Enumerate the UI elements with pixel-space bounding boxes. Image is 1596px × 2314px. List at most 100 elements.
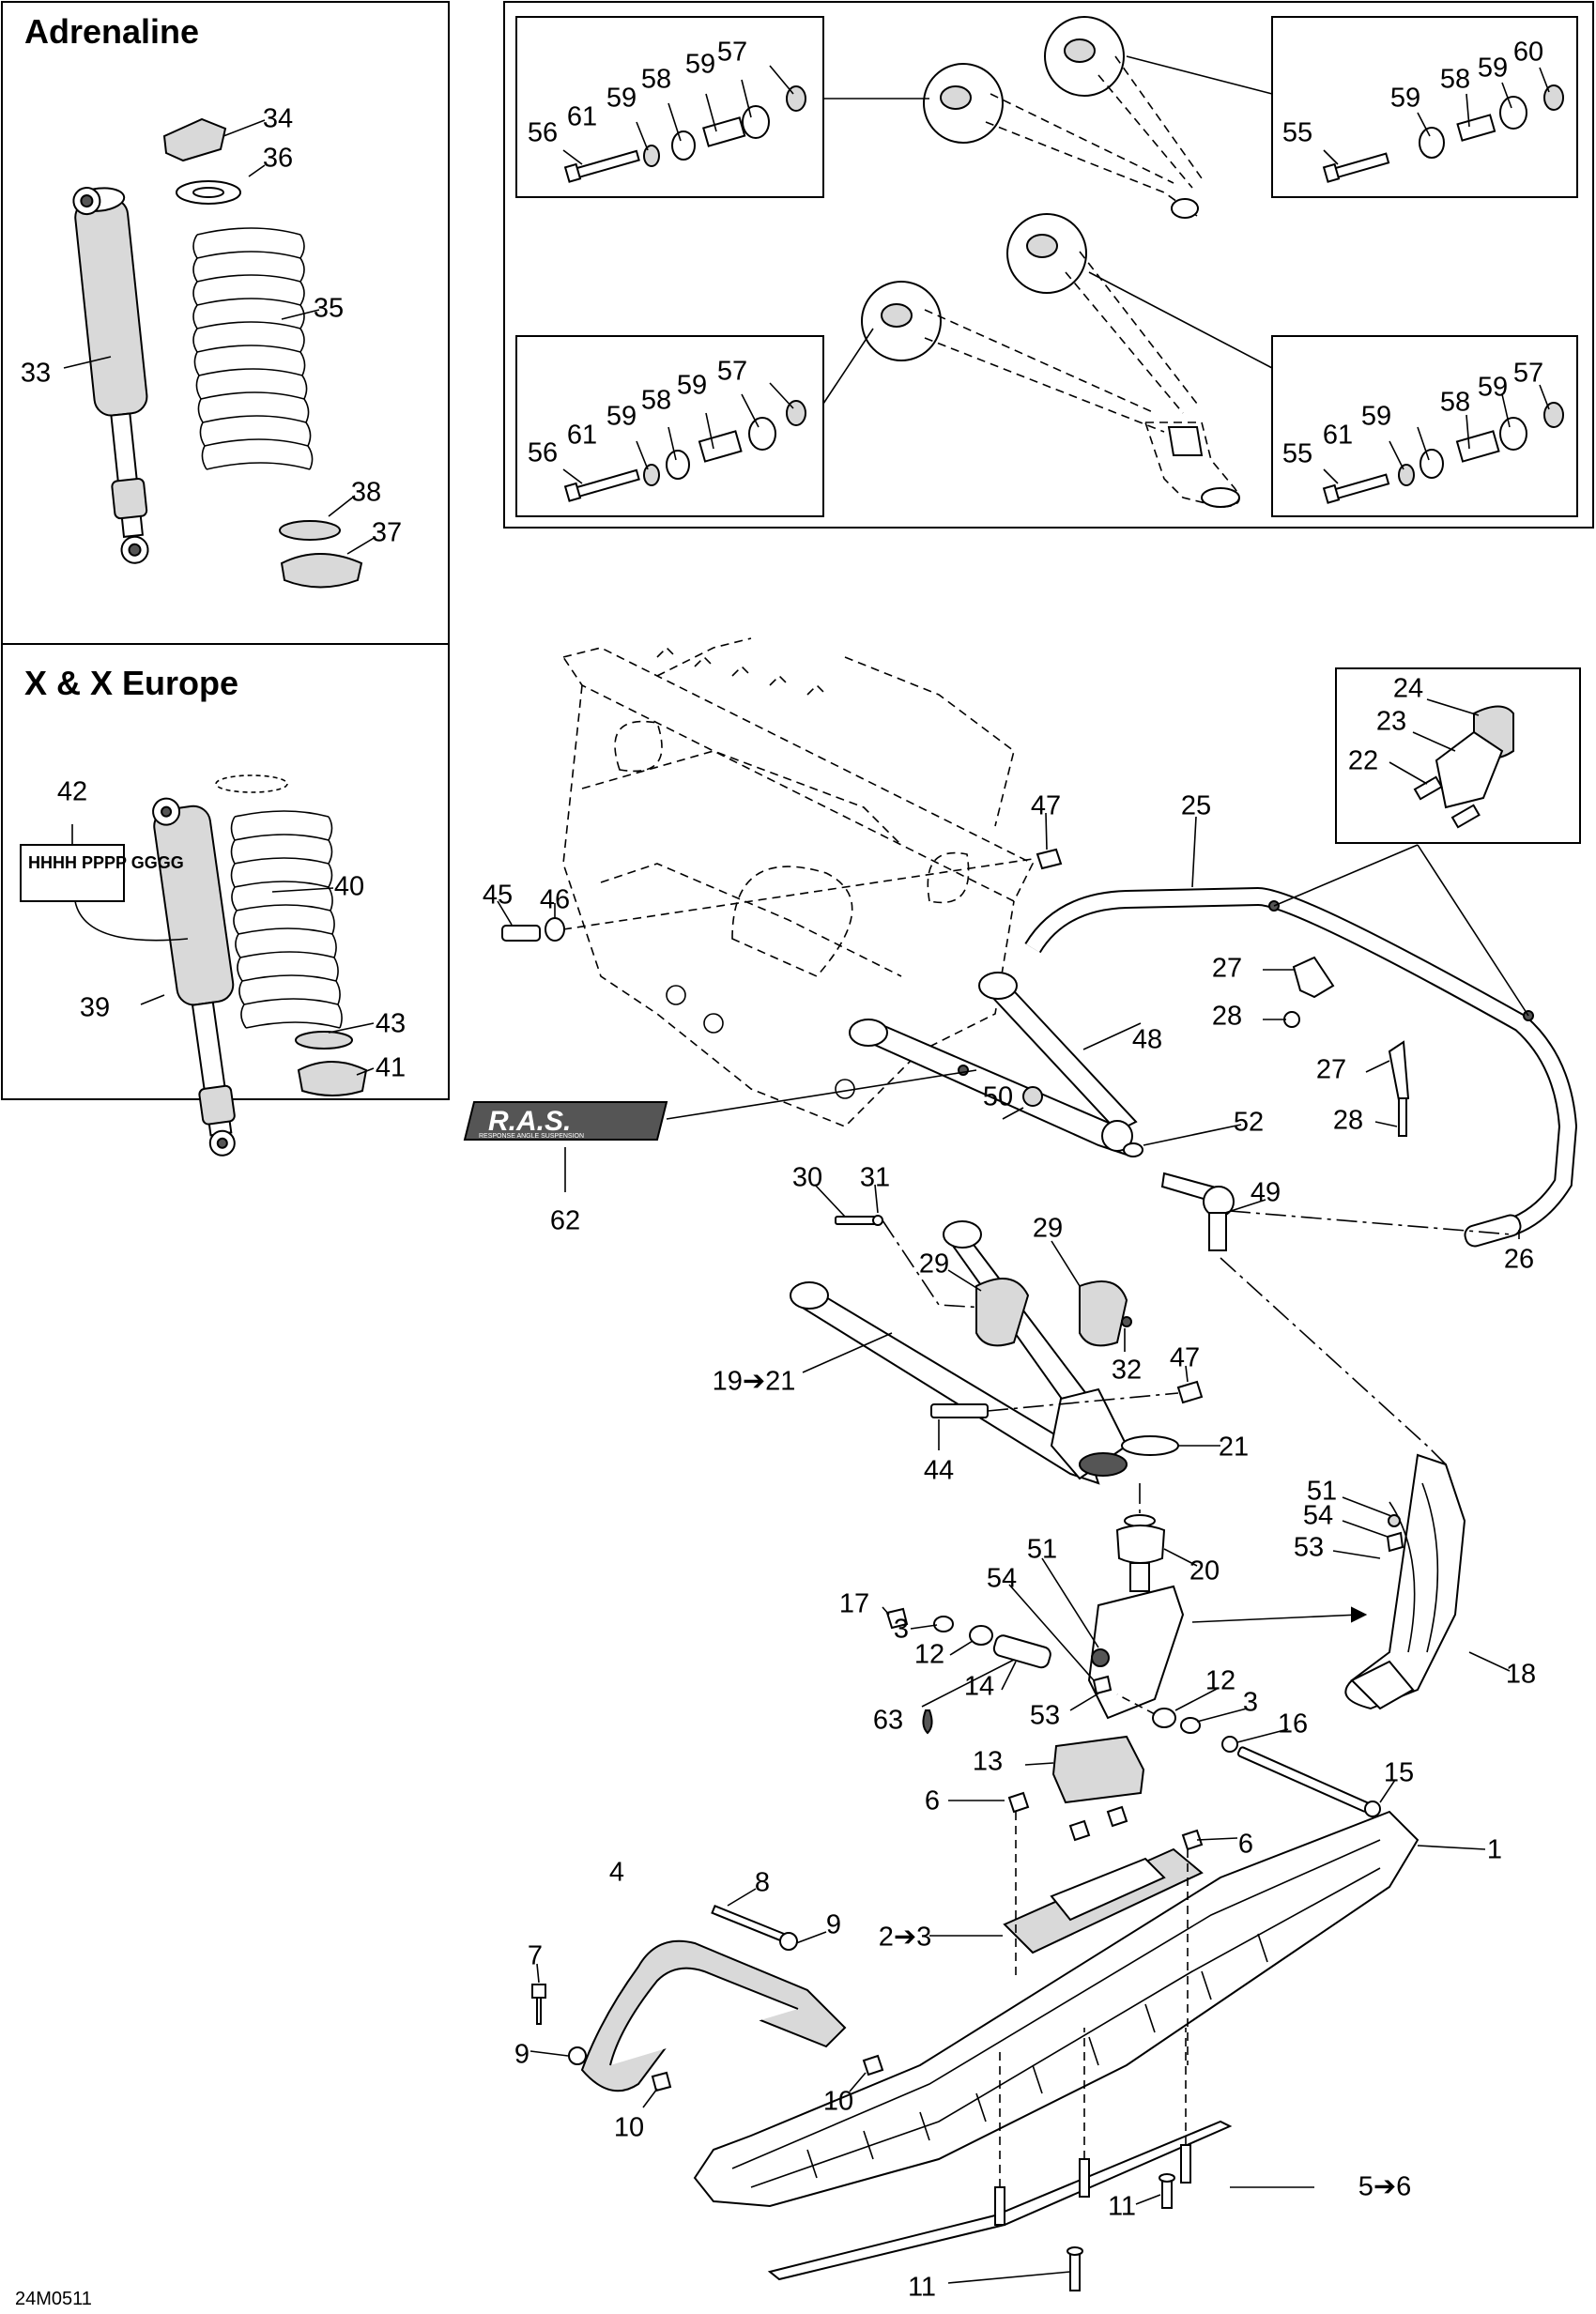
bushing-stacks xyxy=(562,65,1564,504)
ras-logo: R.A.S. RESPONSE ANGLE SUSPENSION xyxy=(463,1069,977,1192)
callout-label: 57 xyxy=(717,357,747,387)
ras-logo-subtext: RESPONSE ANGLE SUSPENSION xyxy=(479,1133,584,1140)
callout-label: 33 xyxy=(21,359,51,389)
adrenaline-shock-group xyxy=(63,117,376,589)
callout-label: 61 xyxy=(567,421,597,451)
rmhp-decal-lettering: HHHH PPPP GGGG xyxy=(28,853,184,872)
callout-label: 6 xyxy=(925,1786,940,1816)
callout-label: 16 xyxy=(1278,1709,1308,1739)
upper-a-arm xyxy=(849,972,1242,1157)
callout-label: 51 xyxy=(1027,1535,1057,1565)
a-arm-detail-group xyxy=(822,16,1273,508)
callout-label: 12 xyxy=(914,1640,944,1670)
callout-label: 56 xyxy=(528,438,558,468)
callout-label: 25 xyxy=(1181,791,1211,821)
callout-label: 48 xyxy=(1132,1025,1162,1055)
callout-label: 54 xyxy=(987,1564,1017,1594)
callout-label: 55 xyxy=(1282,439,1312,469)
callout-label: 24 xyxy=(1393,674,1423,704)
callout-label: 14 xyxy=(964,1672,994,1702)
callout-label: 59 xyxy=(1361,402,1391,432)
callout-label: 58 xyxy=(641,386,671,416)
callout-label: 2➔3 xyxy=(879,1923,932,1953)
callout-label: 58 xyxy=(641,65,671,95)
callout-label: 59 xyxy=(1478,54,1508,84)
callout-label: 30 xyxy=(792,1163,822,1193)
callout-label: 9 xyxy=(826,1910,841,1940)
axle-stack-right xyxy=(1116,1687,1396,1817)
x-europe-shock-group: HHHH PPPP GGGG xyxy=(20,774,375,1157)
callout-label: 3 xyxy=(894,1615,909,1645)
callout-label: 49 xyxy=(1251,1178,1281,1208)
callout-label: 3 xyxy=(1243,1688,1258,1718)
callout-label: 62 xyxy=(550,1206,580,1236)
ras-logo-text: R.A.S. xyxy=(488,1106,571,1137)
callout-label: 51 xyxy=(1307,1477,1337,1507)
callout-label: 38 xyxy=(351,478,381,508)
callout-label: 5➔6 xyxy=(1358,2172,1412,2202)
callout-label: 31 xyxy=(860,1163,890,1193)
ski xyxy=(693,1791,1486,2208)
drawing-code: 24M0511 xyxy=(15,2289,92,2309)
callout-label: 63 xyxy=(873,1706,903,1736)
callout-label: 36 xyxy=(263,144,293,174)
callout-label: 46 xyxy=(540,885,570,915)
callout-label: 29 xyxy=(1033,1214,1063,1244)
pivot-bolt-group xyxy=(497,812,1063,942)
callout-label: 40 xyxy=(334,872,364,902)
a-arm-detail-panel xyxy=(503,1,1594,529)
callout-label: 45 xyxy=(483,881,513,911)
callout-label: 27 xyxy=(1316,1055,1346,1085)
frame-outline xyxy=(561,637,1035,1127)
callout-label: 18 xyxy=(1506,1660,1536,1690)
callout-label: 52 xyxy=(1234,1108,1264,1138)
callout-label: 34 xyxy=(263,104,293,134)
sway-bar xyxy=(1024,816,1578,1248)
callout-label: 43 xyxy=(376,1009,406,1039)
callout-label: 58 xyxy=(1440,388,1470,418)
callout-label: 21 xyxy=(1219,1433,1249,1463)
callout-label: 8 xyxy=(755,1868,770,1898)
callout-label: 44 xyxy=(924,1456,954,1486)
callout-label: 17 xyxy=(839,1589,869,1619)
upper-right-bushing-box xyxy=(1271,16,1578,198)
callout-label: 61 xyxy=(1323,421,1353,451)
adrenaline-title: Adrenaline xyxy=(24,12,199,51)
callout-label: 57 xyxy=(1513,359,1543,389)
callout-label: 41 xyxy=(376,1053,406,1083)
stopper-detail-box xyxy=(1335,667,1581,844)
spindle-and-leg xyxy=(1087,1453,1511,1720)
callout-label: 6 xyxy=(1238,1830,1253,1860)
lower-right-bushing-box xyxy=(1271,335,1578,517)
callout-label: 57 xyxy=(717,38,747,68)
sway-bar-brackets xyxy=(1263,956,1410,1137)
callout-label: 47 xyxy=(1170,1343,1200,1373)
callout-label: 9 xyxy=(514,2040,529,2070)
callout-label: 29 xyxy=(919,1249,949,1280)
callout-label: 23 xyxy=(1376,707,1406,737)
callout-label: 59 xyxy=(685,50,715,80)
stopper-detail-parts xyxy=(1389,698,1514,829)
callout-label: 4 xyxy=(609,1858,624,1888)
callout-labels: 3436353338374240394341575958596156605958… xyxy=(21,38,1543,2303)
callout-label: 56 xyxy=(528,118,558,148)
callout-label: 59 xyxy=(1478,373,1508,403)
callout-label: 7 xyxy=(528,1941,543,1971)
x-europe-title: X & X Europe xyxy=(24,664,238,702)
callout-label: 1 xyxy=(1487,1835,1502,1865)
arm-bolt xyxy=(930,1365,1204,1450)
callout-label: 12 xyxy=(1205,1666,1235,1696)
callout-label: 59 xyxy=(1390,84,1420,114)
callout-label: 59 xyxy=(677,371,707,401)
callout-label: 15 xyxy=(1384,1758,1414,1788)
callout-label: 53 xyxy=(1294,1533,1324,1563)
panel-frames xyxy=(1,1,1594,1100)
callout-label: 11 xyxy=(908,2273,936,2303)
bumpers xyxy=(947,1240,1132,1352)
callout-label: 35 xyxy=(314,294,344,324)
callout-label: 61 xyxy=(567,102,597,132)
lower-a-arm xyxy=(790,1220,1220,1485)
callout-label: 53 xyxy=(1030,1701,1060,1731)
callout-label: 37 xyxy=(372,518,402,548)
